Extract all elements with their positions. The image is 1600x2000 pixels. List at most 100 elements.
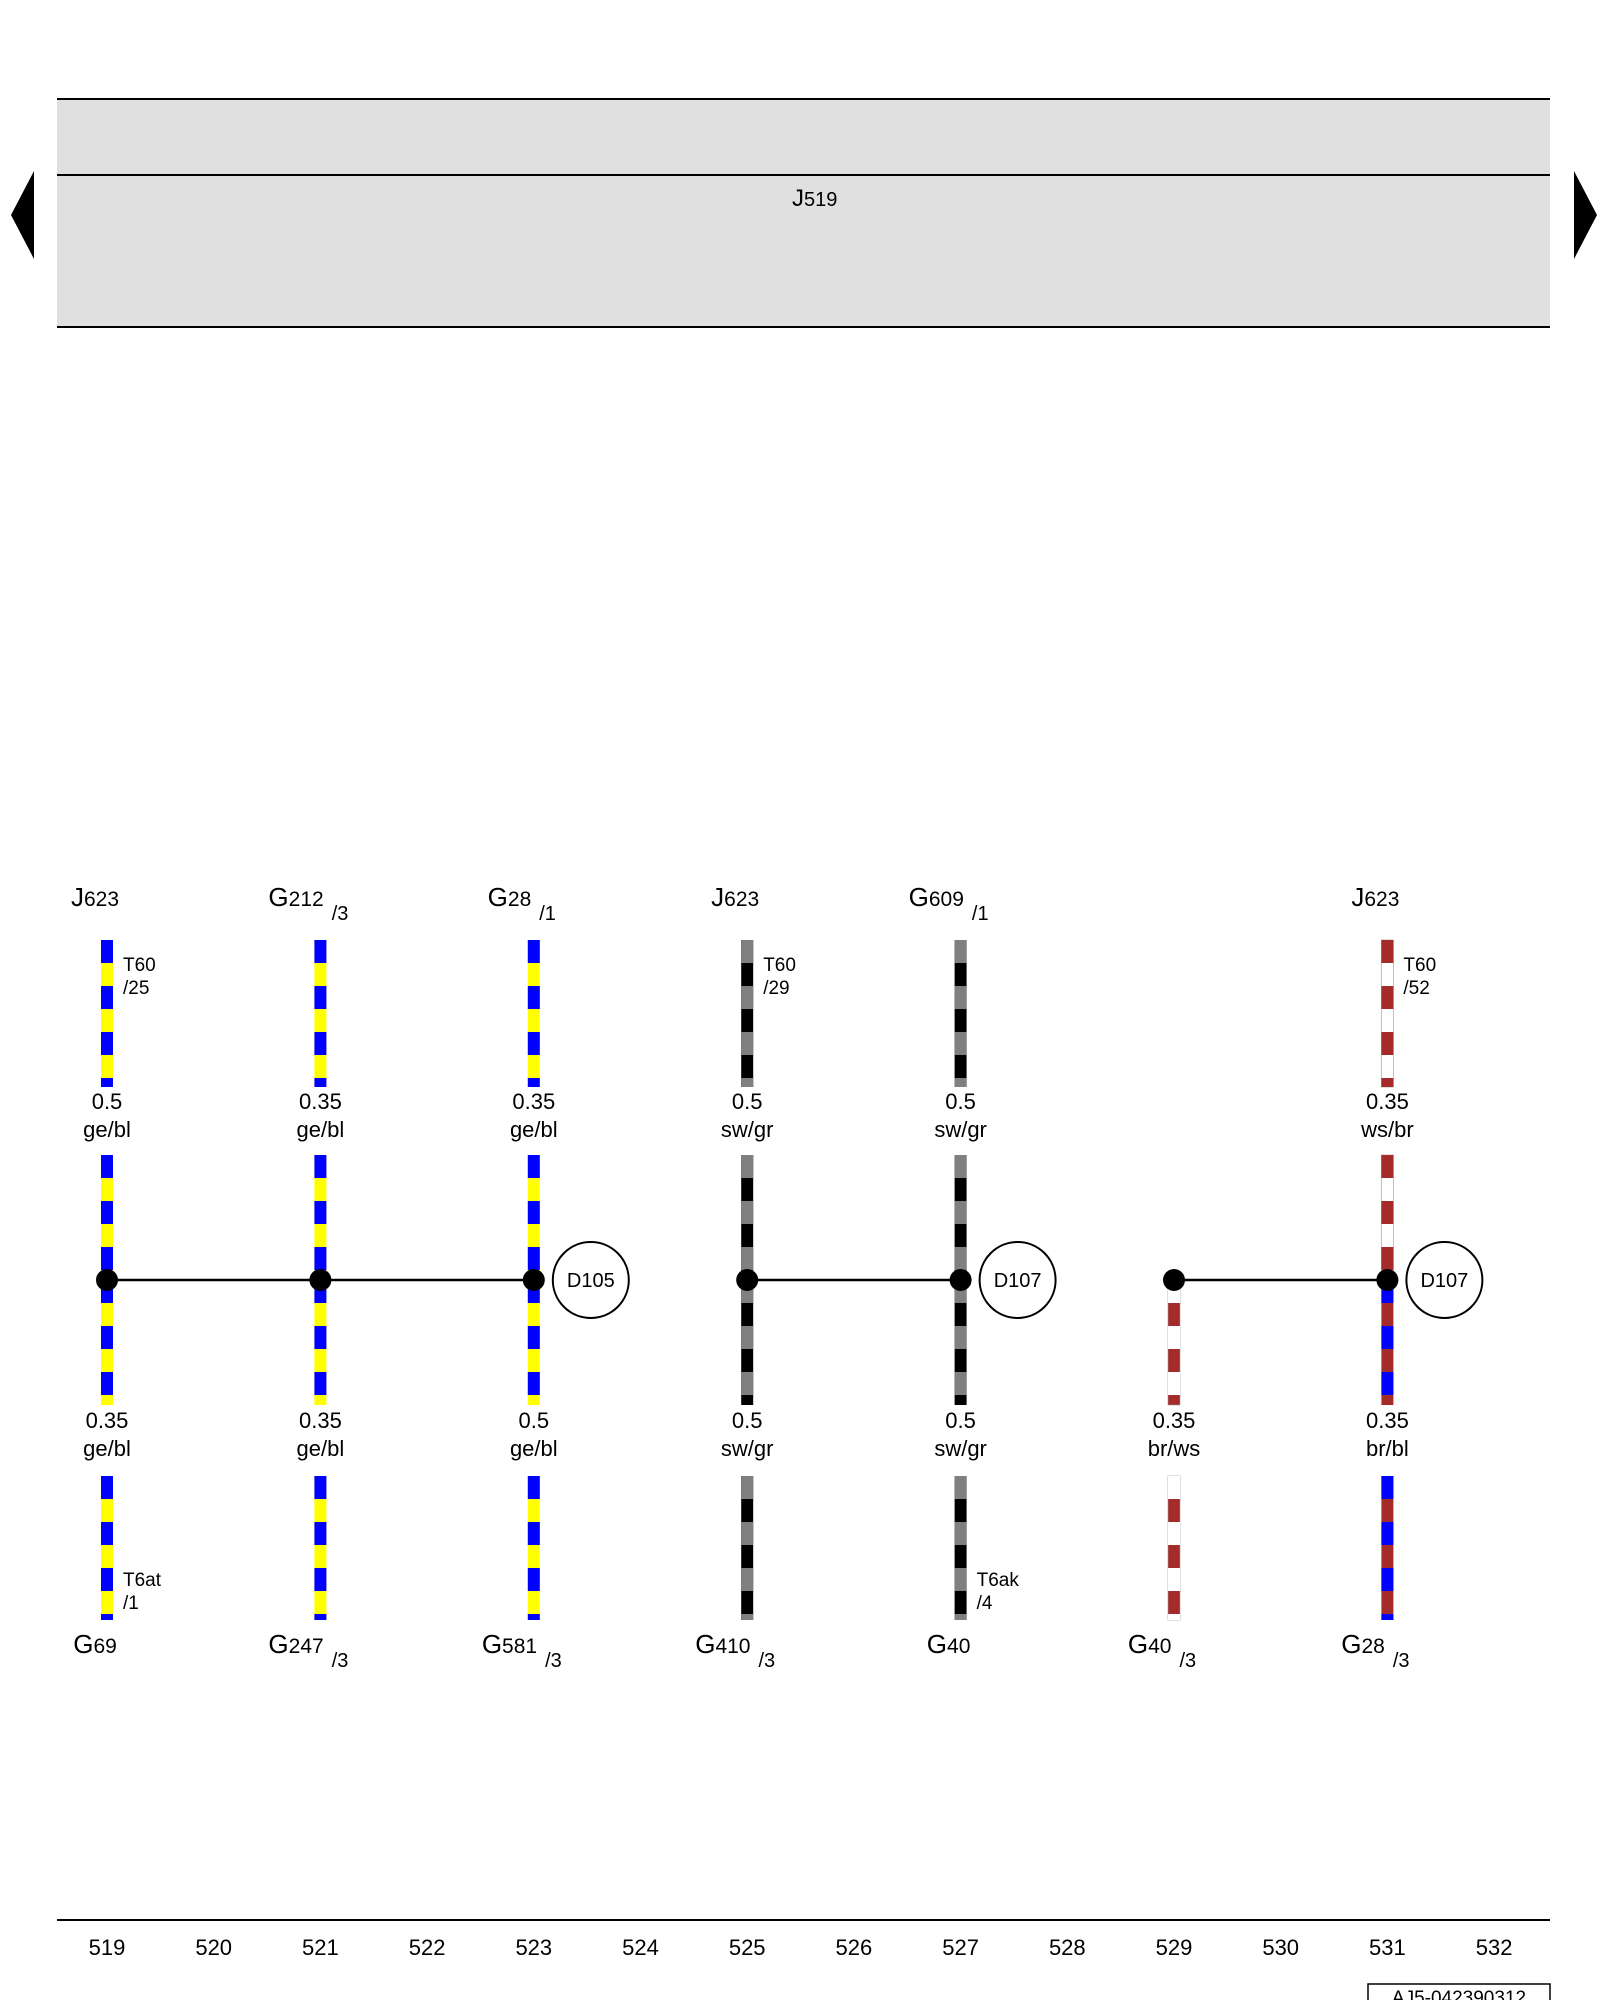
lower-wire-stripe (101, 1476, 113, 1499)
upper-wire-stripe (954, 940, 967, 963)
lower-wire-size: 0.35 (299, 1408, 342, 1433)
upper-mid-wire-stripe (1381, 1201, 1394, 1224)
lower-wire-stripe (741, 1522, 754, 1545)
splice-point (1376, 1269, 1399, 1291)
upper-wire-stripe (1381, 1032, 1394, 1055)
lower-wire-stripe (314, 1476, 327, 1499)
bottom-component-label-sub: 69 (93, 1635, 116, 1658)
top-component-label-suffix: /1 (539, 903, 556, 925)
control-unit-label: J519 (792, 185, 837, 212)
bottom-component-label: G69 (73, 1629, 117, 1659)
upper-wire-size: 0.5 (732, 1089, 763, 1114)
top-component-label: J623 (71, 882, 119, 912)
lower-mid-wire-stripe (1381, 1372, 1394, 1395)
lower-wire-stripe (1168, 1522, 1180, 1545)
lower-wire-size: 0.5 (519, 1408, 550, 1433)
lower-wire-stripe (741, 1614, 754, 1620)
top-component-label-sub: 609 (929, 888, 964, 911)
bottom-component-label: G581/3 (482, 1629, 562, 1672)
lower-mid-wire-stripe (314, 1372, 327, 1395)
diagram-id-text: AJ5-042390312 (1392, 1988, 1526, 2000)
upper-wire-color-code: ge/bl (297, 1117, 345, 1142)
upper-mid-wire-stripe (101, 1201, 113, 1224)
top-component-label-sub: 623 (1364, 888, 1399, 911)
lower-wire-stripe (954, 1476, 967, 1499)
scale-number: 526 (836, 1935, 873, 1960)
control-unit-sub: 519 (804, 189, 837, 211)
top-component-label-sub: 623 (84, 888, 119, 911)
lower-wire-stripe (101, 1614, 113, 1620)
upper-mid-wire-stripe (741, 1247, 754, 1270)
splice-point (736, 1269, 759, 1291)
lower-wire-color-code: br/ws (1148, 1436, 1201, 1461)
bottom-component-label-main: G (482, 1629, 502, 1659)
top-component-label-main: J (1351, 882, 1364, 912)
upper-wire-stripe (527, 940, 540, 963)
scale-number: 520 (195, 1935, 232, 1960)
upper-mid-wire-stripe (101, 1247, 113, 1270)
bottom-component-label: G40 (927, 1629, 971, 1659)
prev-page-arrow-icon[interactable] (11, 171, 34, 259)
lower-wire-size: 0.5 (945, 1408, 976, 1433)
splice-point (96, 1269, 118, 1291)
bottom-component-label: G28/3 (1341, 1629, 1409, 1672)
lower-wire-stripe (1381, 1568, 1394, 1591)
upper-wire-color-code: sw/gr (721, 1117, 774, 1142)
upper-mid-wire-stripe (314, 1201, 327, 1224)
lower-wire-size: 0.35 (1153, 1408, 1196, 1433)
connector-label: D107 (1420, 1270, 1468, 1292)
upper-mid-wire-stripe (1381, 1247, 1394, 1270)
upper-wire-size: 0.5 (945, 1089, 976, 1114)
bottom-component-label-sub: 581 (502, 1635, 537, 1658)
connector-label: D105 (567, 1270, 615, 1292)
lower-wire-color-code: br/bl (1366, 1436, 1409, 1461)
top-component-label: J623 (711, 882, 759, 912)
scale-number: 528 (1049, 1935, 1086, 1960)
connector-label: D107 (994, 1270, 1042, 1292)
upper-mid-wire-stripe (527, 1155, 540, 1178)
band-background (57, 99, 1550, 327)
top-pin-label: T60 (763, 955, 796, 976)
lower-wire-stripe (954, 1568, 967, 1591)
bottom-component-label-main: G (73, 1629, 93, 1659)
top-component-label: G212/3 (268, 882, 348, 925)
lower-wire-stripe (314, 1614, 327, 1620)
next-page-arrow-icon[interactable] (1574, 171, 1597, 259)
bottom-component-label-main: G (268, 1629, 288, 1659)
upper-mid-wire-stripe (954, 1201, 967, 1224)
upper-wire-stripe (741, 1032, 754, 1055)
lower-wire-stripe (527, 1614, 540, 1620)
scale-number: 531 (1369, 1935, 1406, 1960)
upper-wire-color-code: ge/bl (83, 1117, 131, 1142)
lower-mid-wire-stripe (741, 1326, 754, 1349)
lower-mid-wire-stripe (954, 1326, 967, 1349)
upper-mid-wire-stripe (527, 1201, 540, 1224)
upper-wire-stripe (954, 1078, 967, 1087)
bottom-component-label-suffix: /3 (332, 1650, 349, 1672)
lower-wire-stripe (527, 1568, 540, 1591)
lower-wire-stripe (1168, 1614, 1180, 1620)
lower-wire-stripe (741, 1476, 754, 1499)
upper-wire-stripe (1381, 940, 1394, 963)
upper-wire-color-code: ge/bl (510, 1117, 558, 1142)
lower-mid-wire-stripe (741, 1372, 754, 1395)
top-component-label-sub: 623 (724, 888, 759, 911)
scale-number: 521 (302, 1935, 339, 1960)
bottom-component-label-suffix: /3 (1393, 1650, 1410, 1672)
bottom-component-label-suffix: /3 (1179, 1650, 1196, 1672)
upper-wire-size: 0.35 (299, 1089, 342, 1114)
lower-wire-stripe (1381, 1614, 1394, 1620)
scale-number: 527 (942, 1935, 979, 1960)
upper-mid-wire-stripe (527, 1247, 540, 1270)
upper-wire-stripe (314, 986, 327, 1009)
upper-wire-stripe (1381, 1078, 1394, 1087)
scale-number: 525 (729, 1935, 766, 1960)
connector-d107: D107 (1163, 1241, 1484, 1319)
bottom-component-label-suffix: /3 (545, 1650, 562, 1672)
upper-wire-size: 0.35 (1366, 1089, 1409, 1114)
lower-mid-wire-stripe (1381, 1326, 1394, 1349)
